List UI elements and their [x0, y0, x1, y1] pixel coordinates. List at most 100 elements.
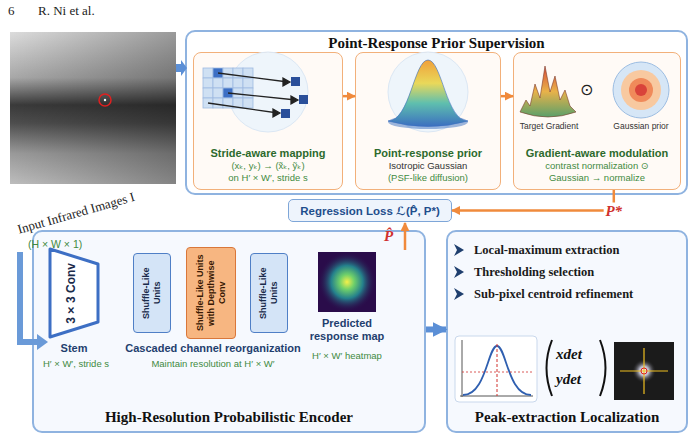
bullet-arrows — [454, 244, 464, 256]
running-header: R. Ni et al. — [38, 3, 95, 19]
input-flow-arrow — [20, 252, 38, 342]
infrared-image — [10, 32, 176, 184]
shuffle-unit: Shuffle-Like Units — [250, 253, 288, 333]
flow-arrow — [426, 326, 446, 332]
bullet-arrows — [454, 266, 464, 278]
peak-curve-plot — [462, 340, 463, 397]
coordinate-parentheses — [547, 340, 606, 396]
stride-mapping-illustration — [208, 73, 298, 117]
peak-curve-plot — [455, 336, 537, 402]
flow-arrow — [343, 95, 355, 98]
stride-mapping-illustration — [213, 78, 223, 88]
operator-symbol: ⊙ — [580, 80, 593, 99]
bullet-arrows — [454, 244, 464, 300]
infrared-image — [10, 32, 176, 184]
node-title: Regression Loss ℒ(P̂, P*) — [300, 204, 440, 218]
gaussian-prior-rings — [621, 70, 661, 110]
localization-panel: Local-maximum extractionThresholding sel… — [446, 230, 688, 433]
depthwise-shuffle-unit: Shuffle-Like Units with Depthwise Conv — [186, 247, 236, 339]
gaussian-prior-rings — [613, 62, 669, 118]
peak-curve-plot — [462, 372, 533, 373]
gaussian-prior-illustration — [388, 52, 468, 132]
stride-mapping-illustration — [283, 78, 290, 86]
gaussian-prior-illustration — [388, 52, 468, 132]
infrared-image — [10, 32, 176, 184]
stage-detail: H′ × W′ heatmap — [305, 350, 389, 361]
peak-curve-plot — [497, 344, 498, 396]
edge-label: P* — [603, 202, 624, 219]
stride-mapping-illustration — [273, 109, 280, 117]
heatmap-to-loss-arrow — [404, 223, 407, 250]
node-title: Local-maximum extraction — [474, 242, 619, 258]
node-title: Gradient-aware modulation — [526, 147, 668, 160]
input-flow-arrow — [37, 334, 48, 350]
gaussian-prior-rings — [635, 84, 647, 96]
flow-arrow — [501, 95, 513, 98]
stride-mapping-illustration — [299, 95, 308, 104]
coordinate: ydet — [556, 371, 581, 388]
prediction-symbol: P̂ — [384, 228, 393, 245]
stage-detail: H′ × W′, stride s — [34, 358, 118, 369]
gaussian-prior-rings — [613, 62, 669, 118]
stride-mapping-illustration — [213, 88, 223, 98]
stage-name: Predicted response map — [305, 317, 389, 343]
node-text: (PSF-like diffusion) — [388, 172, 468, 184]
predicted-heatmap — [318, 252, 376, 312]
predicted-heatmap — [318, 252, 376, 312]
stride-mapping-illustration — [243, 88, 253, 98]
peak-curve-plot — [455, 336, 537, 402]
stage-name: Cascaded channel reorganization — [118, 342, 308, 354]
predicted-heatmap — [318, 252, 376, 312]
stride-mapping-illustration — [281, 109, 290, 118]
node-text: Peak-extraction Localization — [475, 409, 660, 431]
node-text: Thresholding selection — [474, 264, 594, 280]
target-gradient-illustration — [520, 66, 576, 117]
localized-target-image — [614, 342, 674, 400]
stride-mapping-illustration — [223, 78, 233, 88]
stem-outline — [50, 249, 98, 337]
supervision-arrow — [452, 190, 614, 211]
node-title: Shuffle-Like Units — [258, 255, 280, 331]
node-title: Shuffle-Like Units with Depthwise Conv — [195, 250, 228, 336]
page-number: 6 — [8, 3, 15, 19]
illustration-caption: Gaussian prior — [610, 121, 672, 131]
stride-mapping-illustration — [228, 93, 296, 100]
stride-mapping-illustration — [291, 96, 298, 104]
loss-box: Regression Loss ℒ(P̂, P*) — [288, 199, 452, 222]
stride-mapping-illustration — [233, 88, 243, 98]
infrared-image — [104, 99, 106, 101]
stride-mapping-illustration — [223, 68, 233, 78]
gaussian-prior-rings — [629, 78, 653, 102]
gaussian-prior-illustration — [388, 60, 468, 127]
node-title: Point-response prior — [374, 147, 482, 160]
stride-mapping-illustration — [243, 78, 253, 88]
coordinate-parentheses — [547, 340, 553, 396]
input-label: Input Infrared Images I — [16, 189, 137, 238]
stage-name: Stem — [39, 342, 109, 354]
input-arrow — [176, 60, 187, 76]
target-gradient-illustration — [520, 66, 576, 117]
localized-target-image — [620, 370, 668, 371]
node-title: Point-Response Prior Supervision — [328, 32, 544, 52]
node-title: Stride-aware mapping — [211, 147, 326, 160]
node-text: Sub-pixel centroid refinement — [474, 286, 633, 302]
stage-detail: Maintain resolution at H′ × W′ — [118, 358, 308, 369]
stride-mapping-illustration — [243, 98, 253, 108]
coordinate-parentheses — [600, 340, 606, 396]
stride-mapping-illustration — [213, 98, 223, 108]
shuffle-unit: Shuffle-Like Units — [133, 253, 171, 333]
node-title: High-Resolution Probabilistic Encoder — [105, 409, 353, 431]
input-flow-arrow — [20, 252, 48, 350]
stride-mapping-illustration — [291, 77, 300, 86]
bullet-arrows — [454, 288, 464, 300]
node-text: Gaussian → normalize — [549, 172, 645, 184]
localized-target-image — [641, 368, 647, 374]
localized-target-image — [614, 342, 674, 400]
stride-mapping-illustration — [203, 68, 213, 78]
node-text: contrast normalization ⊙ — [545, 160, 649, 172]
stride-mapping-illustration — [203, 78, 213, 88]
node-text: (xₖ, yₖ) → (x̃ₖ, ỹₖ) — [231, 160, 304, 172]
infrared-image — [99, 94, 111, 106]
